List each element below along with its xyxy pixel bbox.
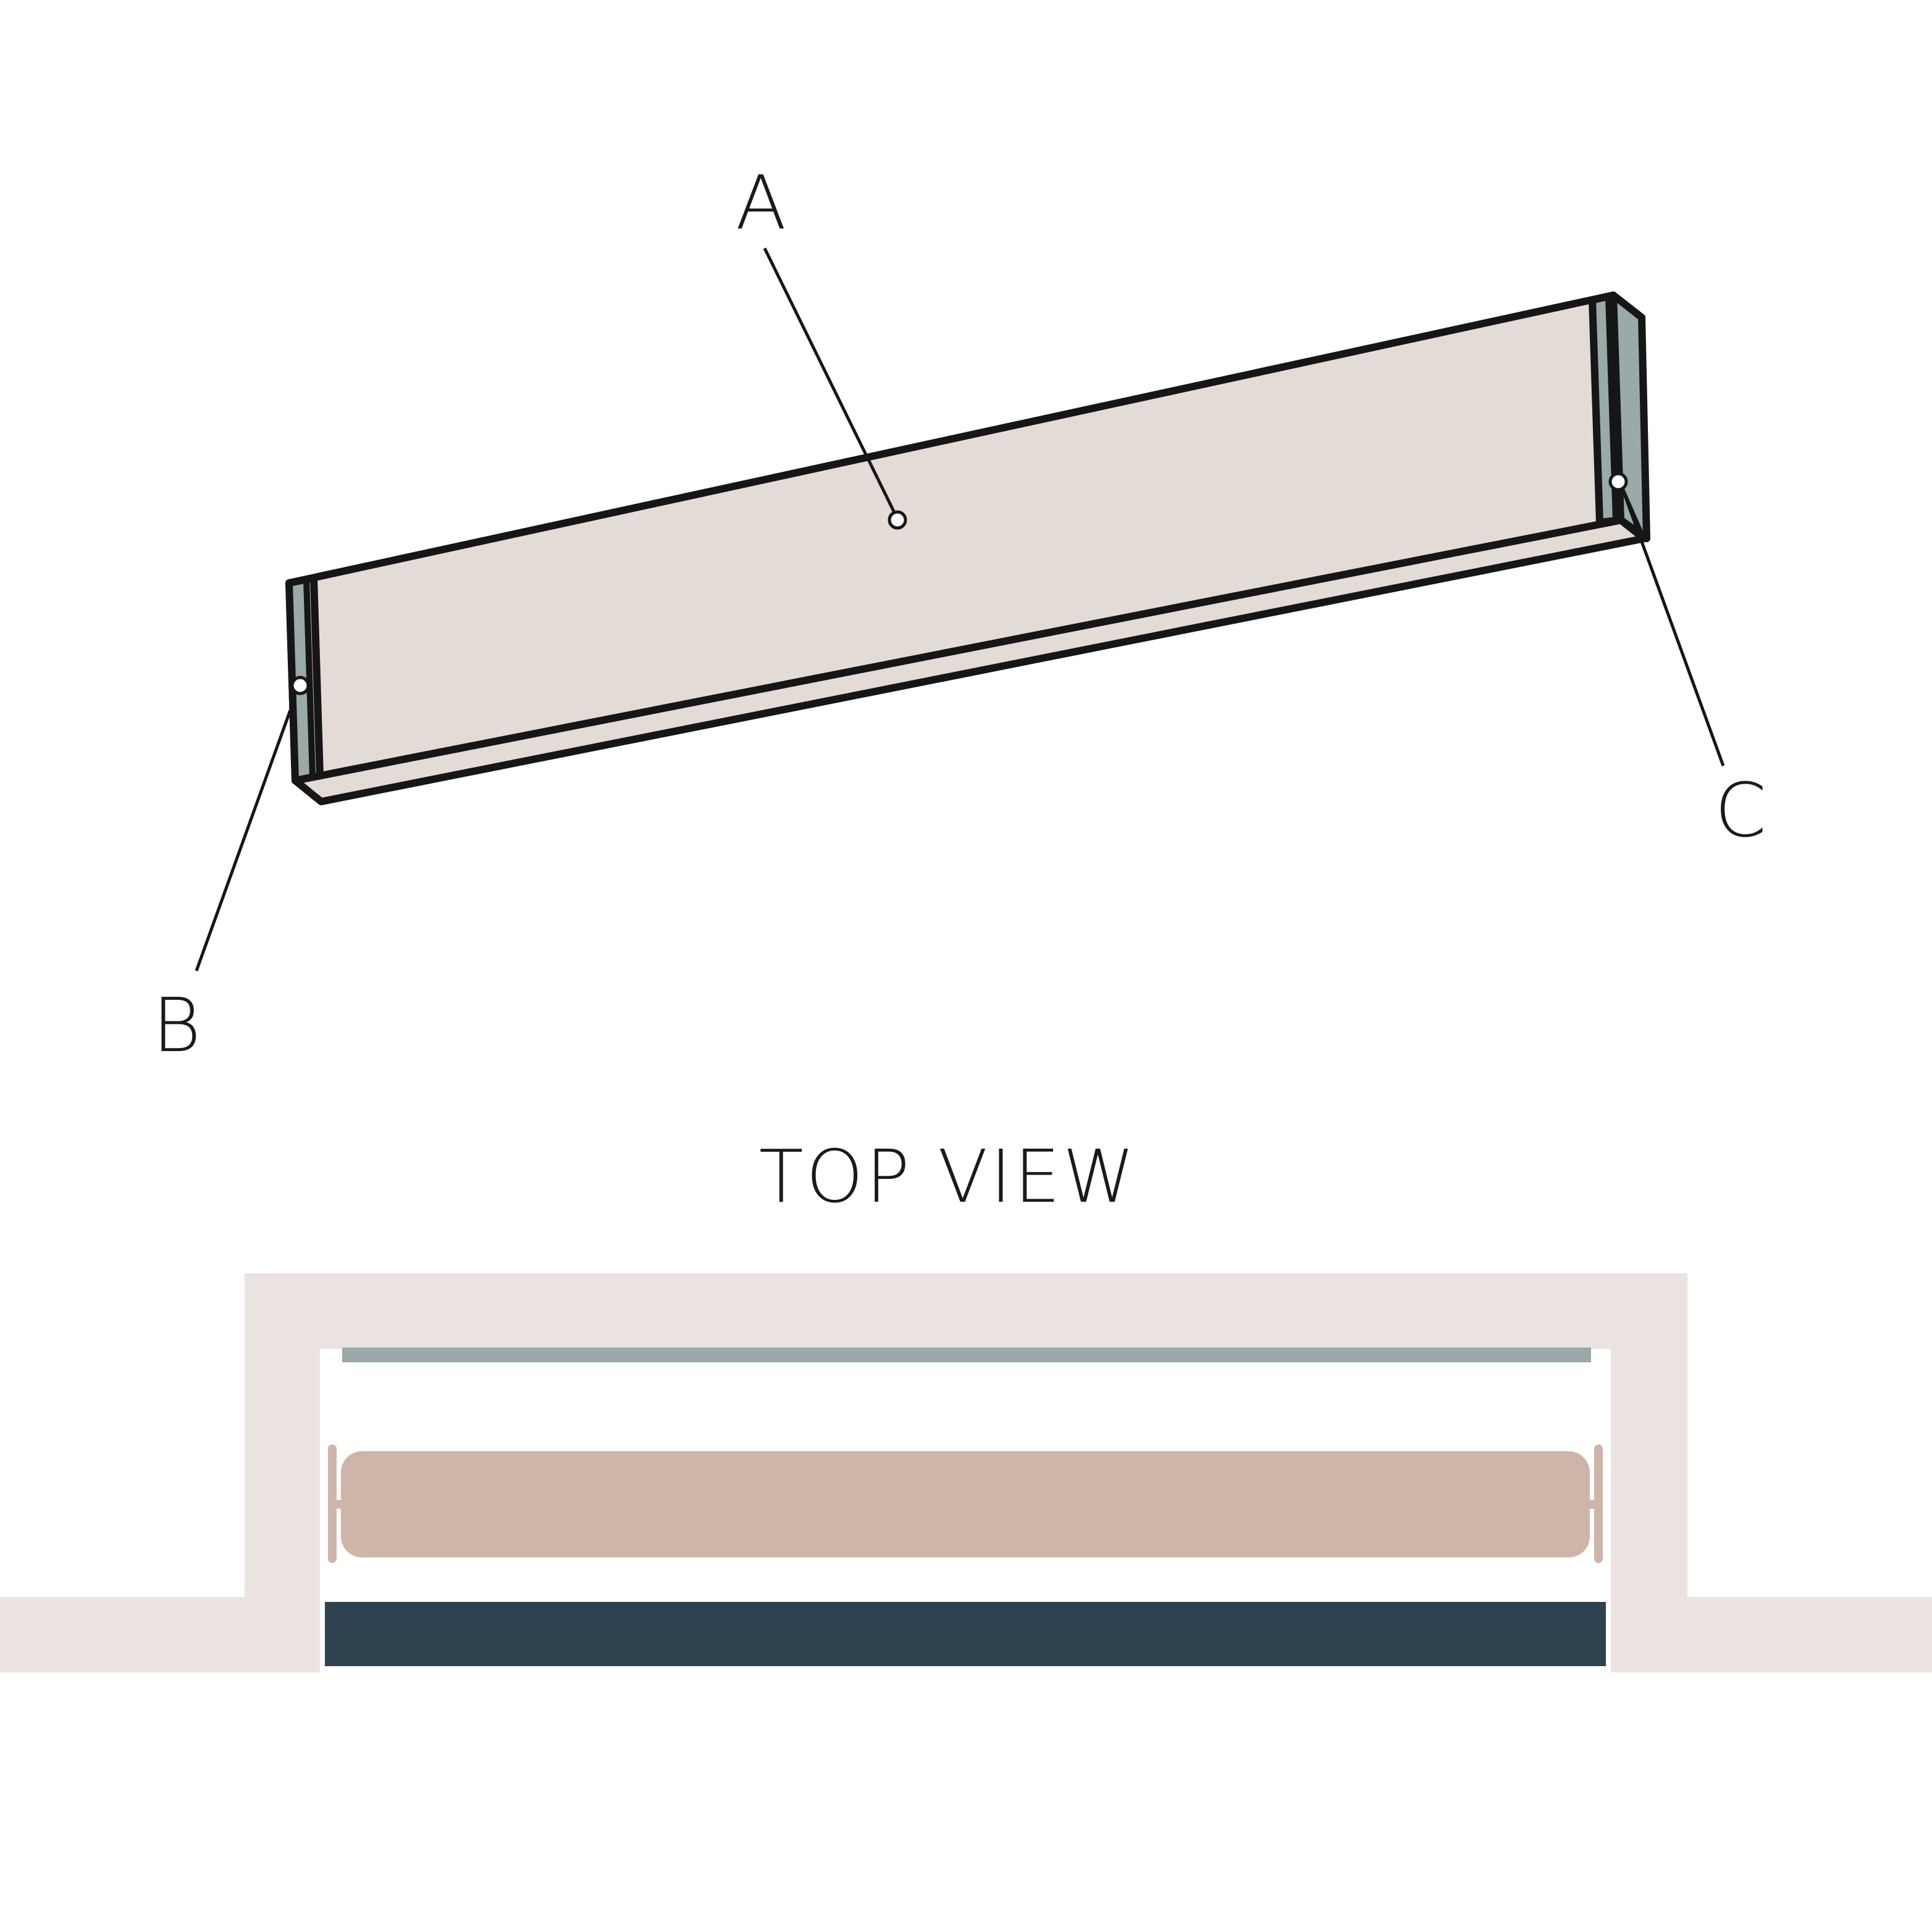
callout-b-label: B xyxy=(153,983,201,1069)
left-panel-inner-edge xyxy=(303,579,316,777)
callout-b-marker xyxy=(290,676,310,695)
callout-c-label: C xyxy=(1715,768,1766,854)
callout-c-leader xyxy=(1623,493,1725,766)
callout-a-leader xyxy=(763,247,897,516)
callout-c: C xyxy=(1608,472,1766,854)
top-view-window-glass xyxy=(325,1602,1606,1666)
valance-isometric xyxy=(285,291,1650,805)
callout-a-label: A xyxy=(736,161,786,246)
callout-a: A xyxy=(736,161,907,530)
callout-b-leader xyxy=(195,710,292,971)
valance-front-face xyxy=(285,291,1626,784)
top-view-end-panel-strip xyxy=(342,1348,1591,1362)
top-view-wall xyxy=(0,1273,1932,1672)
top-view-title: TOP VIEW xyxy=(759,1134,1137,1219)
top-view-plan xyxy=(0,1273,1932,1672)
callout-a-marker xyxy=(888,510,907,530)
callout-c-marker xyxy=(1608,472,1628,492)
top-view-roller-shade xyxy=(341,1451,1590,1557)
callout-b: B xyxy=(153,676,310,1069)
